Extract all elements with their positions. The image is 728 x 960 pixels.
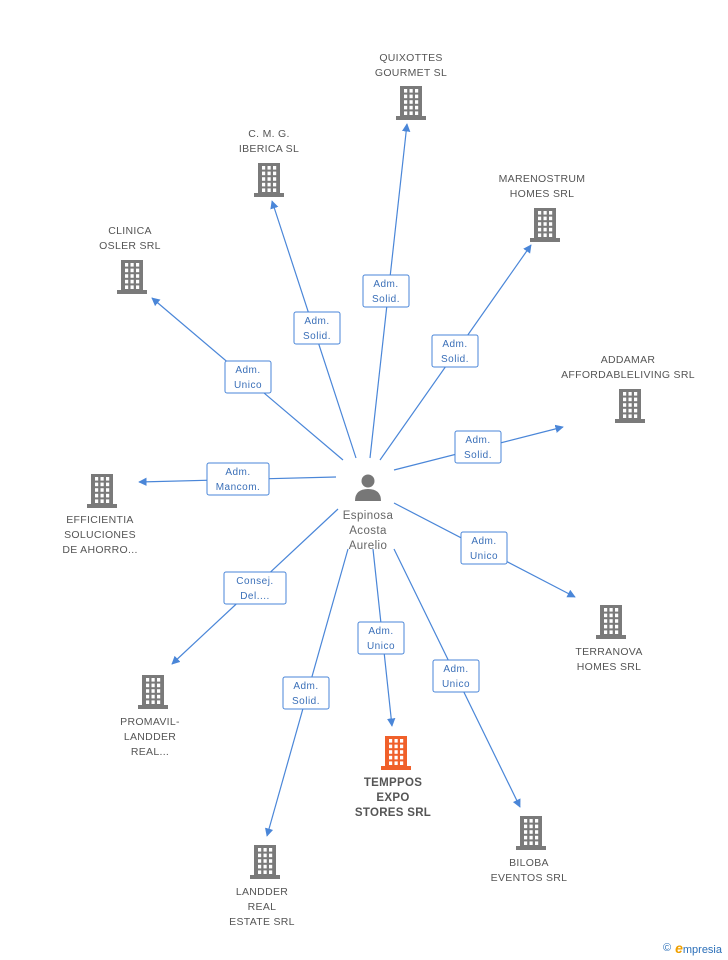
role-label-line: Adm.	[442, 339, 467, 350]
role-label-clinica[interactable]: Adm. Unico	[224, 360, 272, 394]
company-node-promavil[interactable]: PROMAVIL- LANDDER REAL...	[120, 675, 180, 758]
role-label-promavil[interactable]: Consej. Del....	[223, 571, 287, 605]
building-icon	[396, 86, 426, 120]
company-node-temppos[interactable]: TEMPPOS EXPO STORES SRL	[355, 736, 431, 819]
building-icon	[254, 163, 284, 197]
company-name-line: REAL...	[131, 746, 169, 758]
company-node-biloba[interactable]: BILOBA EVENTOS SRL	[491, 816, 568, 884]
role-label-line: Unico	[367, 641, 395, 652]
person-name-line: Espinosa	[343, 510, 394, 522]
role-label-biloba[interactable]: Adm. Unico	[432, 659, 480, 693]
building-icon	[87, 474, 117, 508]
role-label-line: Consej.	[236, 576, 273, 587]
company-name-line: AFFORDABLELIVING SRL	[561, 369, 695, 381]
building-icon	[250, 845, 280, 879]
company-name-line: EFFICIENTIA	[66, 514, 133, 526]
company-node-quixottes[interactable]: QUIXOTTES GOURMET SL	[375, 52, 447, 120]
company-name-line: QUIXOTTES	[379, 52, 442, 64]
role-label-line: Unico	[470, 551, 498, 562]
building-icon	[615, 389, 645, 423]
role-label-line: Adm.	[465, 435, 490, 446]
role-label-line: Adm.	[225, 467, 250, 478]
company-node-landder[interactable]: LANDDER REAL ESTATE SRL	[229, 845, 295, 928]
role-label-line: Adm.	[293, 681, 318, 692]
company-name-line: OSLER SRL	[99, 240, 161, 252]
brand-logo-initial: e	[675, 940, 683, 956]
company-node-cmg[interactable]: C. M. G. IBERICA SL	[239, 128, 299, 197]
role-label-line: Unico	[234, 380, 262, 391]
role-label-cmg[interactable]: Adm. Solid.	[293, 311, 341, 345]
company-name-line: IBERICA SL	[239, 143, 299, 155]
building-icon	[117, 260, 147, 294]
company-name-line: CLINICA	[108, 225, 152, 237]
role-label-line: Adm.	[235, 365, 260, 376]
role-label-line: Adm.	[304, 316, 329, 327]
role-label-line: Solid.	[372, 294, 400, 305]
company-name-line: TERRANOVA	[575, 646, 642, 658]
role-label-line: Adm.	[368, 626, 393, 637]
company-name-line: REAL	[248, 901, 277, 913]
role-label-addamar[interactable]: Adm. Solid.	[454, 430, 502, 464]
role-label-line: Unico	[442, 679, 470, 690]
building-icon	[530, 208, 560, 242]
company-name-line: DE AHORRO...	[62, 544, 137, 556]
brand-logo-text: mpresia	[682, 944, 722, 956]
role-label-line: Del....	[240, 591, 270, 602]
role-label-line: Solid.	[464, 450, 492, 461]
role-label-line: Solid.	[292, 696, 320, 707]
role-label-line: Adm.	[443, 664, 468, 675]
company-node-addamar[interactable]: ADDAMAR AFFORDABLELIVING SRL	[561, 354, 695, 423]
company-node-efficientia[interactable]: EFFICIENTIA SOLUCIONES DE AHORRO...	[62, 474, 137, 556]
company-name-line: ADDAMAR	[601, 354, 656, 366]
company-name-line: LANDDER	[124, 731, 176, 743]
company-name-line: TEMPPOS	[364, 777, 422, 789]
company-name-line: HOMES SRL	[577, 661, 642, 673]
company-name-line: HOMES SRL	[510, 188, 575, 200]
building-icon	[516, 816, 546, 850]
company-name-line: EVENTOS SRL	[491, 872, 568, 884]
company-name-line: EXPO	[376, 792, 409, 804]
role-label-landder[interactable]: Adm. Solid.	[282, 676, 330, 710]
building-icon	[381, 736, 411, 770]
company-node-marenostrum[interactable]: MARENOSTRUM HOMES SRL	[499, 173, 586, 242]
footer-brand: © empresia	[663, 940, 722, 956]
person-name-line: Aurelio	[349, 540, 388, 552]
building-icon	[138, 675, 168, 709]
role-label-terranova[interactable]: Adm. Unico	[460, 531, 508, 565]
company-name-line: C. M. G.	[248, 128, 289, 140]
role-label-line: Adm.	[373, 279, 398, 290]
company-name-line: STORES SRL	[355, 807, 431, 819]
company-name-line: PROMAVIL-	[120, 716, 180, 728]
role-label-line: Solid.	[303, 331, 331, 342]
role-label-line: Adm.	[471, 536, 496, 547]
role-label-line: Mancom.	[216, 482, 261, 493]
company-node-clinica[interactable]: CLINICA OSLER SRL	[99, 225, 161, 294]
role-label-marenostrum[interactable]: Adm. Solid.	[431, 334, 479, 368]
company-name-line: SOLUCIONES	[64, 529, 136, 541]
person-name-line: Acosta	[349, 525, 387, 537]
company-name-line: GOURMET SL	[375, 67, 447, 79]
person-icon	[352, 470, 384, 504]
company-name-line: MARENOSTRUM	[499, 173, 586, 185]
role-label-line: Solid.	[441, 354, 469, 365]
building-icon	[596, 605, 626, 639]
role-label-temppos[interactable]: Adm. Unico	[357, 621, 405, 655]
company-name-line: BILOBA	[509, 857, 549, 869]
company-name-line: ESTATE SRL	[229, 916, 295, 928]
company-node-terranova[interactable]: TERRANOVA HOMES SRL	[575, 605, 642, 673]
role-label-efficientia[interactable]: Adm. Mancom.	[206, 462, 270, 496]
company-name-line: LANDDER	[236, 886, 288, 898]
role-label-quixottes[interactable]: Adm. Solid.	[362, 274, 410, 308]
copyright-icon: ©	[662, 942, 672, 954]
